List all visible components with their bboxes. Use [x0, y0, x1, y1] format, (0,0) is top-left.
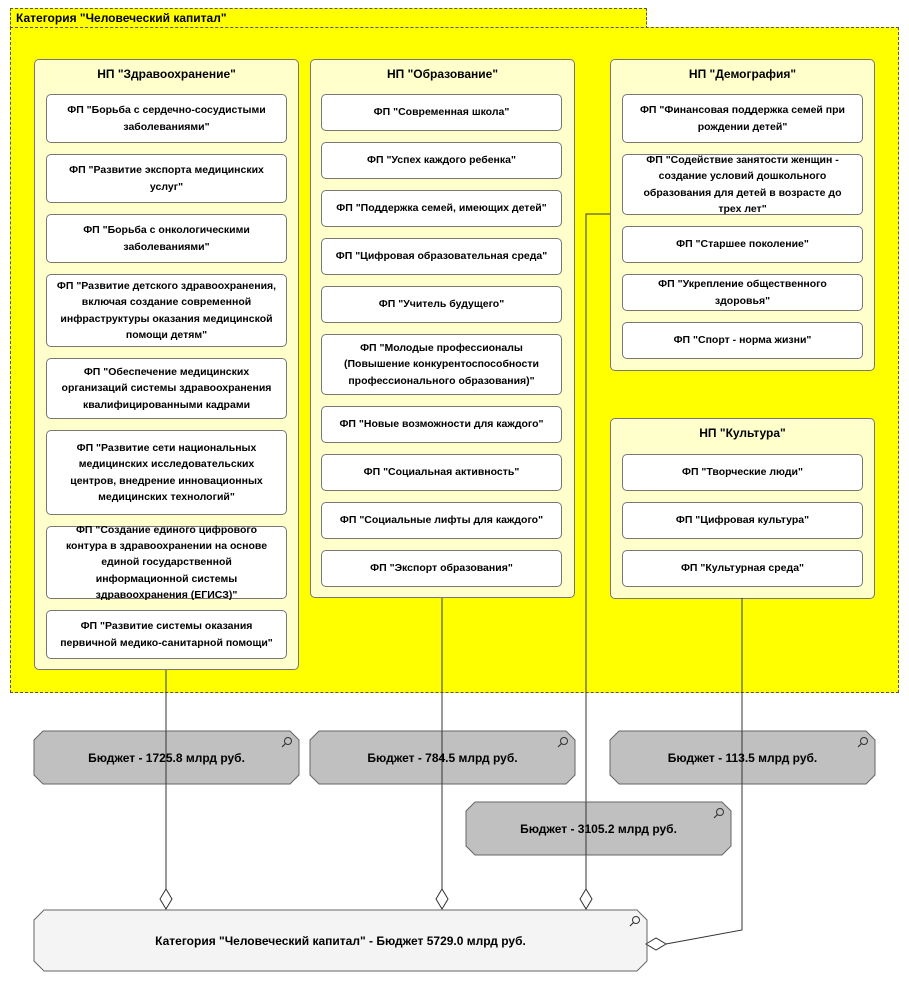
aggregation-diamond: [579, 888, 593, 910]
magnifier-handle: [281, 743, 286, 748]
fp-item: ФП "Содействие занятости женщин - создан…: [622, 154, 863, 215]
budget-label: Бюджет - 3105.2 млрд руб.: [520, 821, 677, 836]
fp-item: ФП "Развитие сети национальных медицинск…: [46, 430, 287, 515]
fp-item: ФП "Создание единого цифрового контура в…: [46, 524, 287, 601]
project-title: НП "Здравоохранение": [97, 67, 236, 81]
category-title: Категория "Человеческий капитал": [16, 11, 227, 25]
fp-item: ФП "Старшее поколение": [622, 226, 863, 263]
fp-item: ФП "Укрепление общественного здоровья": [622, 274, 863, 311]
magnifier-icon: [560, 737, 568, 745]
fp-item: ФП "Экспорт образования": [321, 550, 562, 587]
fp-item: ФП "Учитель будущего": [321, 286, 562, 323]
fp-item: ФП "Цифровая культура": [622, 502, 863, 539]
budget-health: Бюджет - 1725.8 млрд руб.: [34, 731, 299, 784]
fp-item: ФП "Поддержка семей, имеющих детей": [321, 190, 562, 227]
magnifier-icon: [284, 737, 292, 745]
budget-education: Бюджет - 784.5 млрд руб.: [310, 731, 575, 784]
connector-line: [585, 213, 610, 890]
fp-item: ФП "Цифровая образовательная среда": [321, 238, 562, 275]
aggregation-diamond: [435, 888, 449, 910]
fp-item: ФП "Социальная активность": [321, 454, 562, 491]
aggregation-diamond: [645, 937, 667, 951]
fp-item: ФП "Борьба с онкологическими заболевания…: [46, 214, 287, 263]
magnifier-handle: [557, 743, 562, 748]
summary-label: Категория "Человеческий капитал" - Бюдже…: [155, 933, 526, 948]
magnifier-handle: [629, 922, 634, 927]
category-tab: [10, 8, 647, 29]
magnifier-icon: [860, 737, 868, 745]
budget-culture: Бюджет - 113.5 млрд руб.: [610, 731, 875, 784]
project-title: НП "Образование": [386, 67, 499, 81]
fp-item: ФП "Молодые профессионалы (Повышение кон…: [321, 334, 562, 395]
fp-item: ФП "Финансовая поддержка семей при рожде…: [622, 94, 863, 143]
magnifier-handle: [857, 743, 862, 748]
fp-item: ФП "Развитие системы оказания первичной …: [46, 610, 287, 659]
project-title: НП "Культура": [699, 426, 786, 440]
fp-item: ФП "Современная школа": [321, 94, 562, 131]
fp-item: ФП "Развитие экспорта медицинских услуг": [46, 154, 287, 203]
fp-item: ФП "Развитие детского здравоохранения, в…: [46, 274, 287, 347]
budget-label: Бюджет - 1725.8 млрд руб.: [88, 750, 245, 765]
project-title: НП "Демография": [688, 67, 797, 81]
fp-item: ФП "Новые возможности для каждого": [321, 406, 562, 443]
fp-item: ФП "Социальные лифты для каждого": [321, 502, 562, 539]
fp-item: ФП "Культурная среда": [622, 550, 863, 587]
fp-item: ФП "Спорт - норма жизни": [622, 322, 863, 359]
budget-label: Бюджет - 784.5 млрд руб.: [367, 750, 518, 765]
magnifier-handle: [713, 814, 718, 819]
budget-label: Бюджет - 113.5 млрд руб.: [667, 750, 818, 765]
budget-demography: Бюджет - 3105.2 млрд руб.: [466, 802, 731, 855]
fp-item: ФП "Обеспечение медицинских организаций …: [46, 358, 287, 419]
budget-shape: [465, 801, 732, 856]
fp-item: ФП "Борьба с сердечно-сосудистыми заболе…: [46, 94, 287, 143]
aggregation-diamond: [159, 888, 173, 910]
magnifier-icon: [632, 916, 640, 924]
connector-line: [665, 598, 743, 945]
summary-shape: [33, 909, 648, 972]
category-summary: Категория "Человеческий капитал" - Бюдже…: [34, 910, 647, 971]
fp-item: ФП "Творческие люди": [622, 454, 863, 491]
fp-item: ФП "Успех каждого ребенка": [321, 142, 562, 179]
magnifier-icon: [716, 808, 724, 816]
